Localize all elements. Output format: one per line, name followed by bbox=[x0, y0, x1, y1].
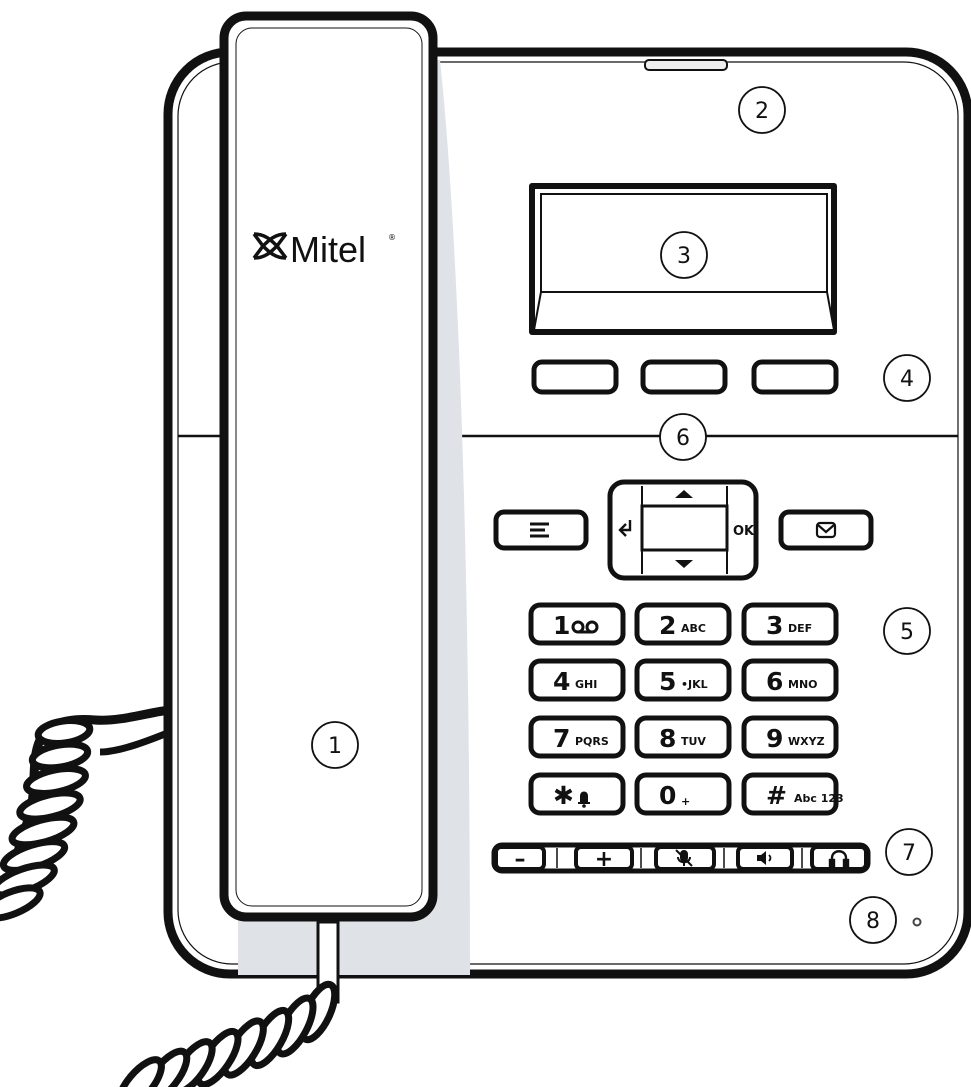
headset-button[interactable] bbox=[810, 845, 868, 871]
callout-number: 5 bbox=[900, 620, 914, 645]
function-keys: – + bbox=[491, 842, 871, 874]
handset[interactable]: Mitel ® bbox=[219, 11, 438, 922]
navigation-cluster: OK bbox=[493, 479, 874, 581]
headset-icon bbox=[828, 850, 850, 868]
callout-2: 2 bbox=[738, 86, 786, 134]
key-11[interactable]: 0+ bbox=[634, 772, 732, 816]
callout-number: 1 bbox=[328, 734, 342, 759]
key-digit: 7 bbox=[553, 724, 570, 753]
callout-number: 6 bbox=[676, 426, 690, 451]
key-digit: 4 bbox=[553, 667, 570, 696]
brand-trademark: ® bbox=[388, 233, 396, 242]
mute-microphone-icon bbox=[675, 849, 693, 867]
key-letters: •JKL bbox=[681, 678, 708, 691]
key-letters: GHI bbox=[575, 678, 597, 691]
key-digit: 1 bbox=[553, 611, 570, 640]
callout-5: 5 bbox=[883, 607, 931, 655]
bell-icon bbox=[578, 791, 590, 808]
key-4[interactable]: 4 GHI bbox=[528, 658, 626, 702]
messages-button[interactable] bbox=[778, 509, 874, 551]
status-led bbox=[912, 917, 922, 927]
volume-up-button[interactable] bbox=[574, 845, 634, 871]
callout-number: 4 bbox=[900, 367, 914, 392]
softkey-right[interactable] bbox=[751, 359, 839, 395]
key-letters: + bbox=[681, 795, 690, 808]
key-letters: MNO bbox=[788, 678, 818, 691]
key-7[interactable]: 7 PQRS bbox=[528, 715, 626, 759]
key-digit: 9 bbox=[766, 724, 783, 753]
callout-7: 7 bbox=[885, 828, 933, 876]
volume-down-button[interactable] bbox=[494, 845, 546, 871]
coiled-cord-bottom bbox=[115, 920, 340, 1087]
mitel-logo: Mitel ® bbox=[252, 229, 396, 270]
callout-number: 3 bbox=[677, 244, 691, 269]
softkey-middle[interactable] bbox=[640, 359, 728, 395]
key-9[interactable]: 9 WXYZ bbox=[741, 715, 839, 759]
key-2[interactable]: 2 ABC bbox=[634, 602, 732, 646]
key-8[interactable]: 8 TUV bbox=[634, 715, 732, 759]
volume-down-label: – bbox=[515, 847, 526, 872]
callout-1: 1 bbox=[311, 721, 359, 769]
key-5[interactable]: 5 •JKL bbox=[634, 658, 732, 702]
arrow-up-icon[interactable] bbox=[675, 490, 693, 498]
envelope-icon bbox=[815, 521, 837, 539]
key-letters: TUV bbox=[681, 735, 706, 748]
key-letters: PQRS bbox=[575, 735, 609, 748]
softkey-left[interactable] bbox=[531, 359, 619, 395]
softkeys bbox=[531, 359, 839, 395]
callout-6: 6 bbox=[659, 413, 707, 461]
key-12[interactable]: # Abc 123 bbox=[741, 772, 844, 816]
key-digit: 6 bbox=[766, 667, 783, 696]
key-letters: DEF bbox=[788, 622, 812, 635]
key-10[interactable]: ✱ bbox=[528, 772, 626, 816]
key-digit: 0 bbox=[659, 781, 676, 810]
menu-icon bbox=[530, 522, 549, 538]
key-digit: ✱ bbox=[553, 781, 574, 810]
speaker-icon bbox=[757, 851, 772, 865]
callout-8: 8 bbox=[849, 896, 897, 944]
callout-number: 7 bbox=[902, 841, 916, 866]
key-6[interactable]: 6 MNO bbox=[741, 658, 839, 702]
key-1[interactable]: 1 bbox=[528, 602, 626, 646]
brand-name: Mitel bbox=[290, 229, 366, 270]
coiled-cord-left bbox=[0, 705, 175, 922]
ok-label: OK bbox=[733, 524, 755, 539]
callouts: 1 2 3 4 5 6 7 8 bbox=[311, 86, 933, 944]
callout-3: 3 bbox=[660, 231, 708, 279]
callout-number: 8 bbox=[866, 909, 880, 934]
callout-number: 2 bbox=[755, 99, 769, 124]
mitel-logo-mark-icon bbox=[252, 232, 288, 260]
key-letters: Abc 123 bbox=[794, 792, 844, 805]
callout-4: 4 bbox=[883, 354, 931, 402]
key-digit: 3 bbox=[766, 611, 783, 640]
back-arrow-icon[interactable] bbox=[618, 520, 632, 537]
voicemail-icon bbox=[571, 620, 599, 634]
arrow-down-icon[interactable] bbox=[675, 560, 693, 568]
key-digit: 8 bbox=[659, 724, 676, 753]
key-letters: WXYZ bbox=[788, 735, 825, 748]
key-3[interactable]: 3 DEF bbox=[741, 602, 839, 646]
key-letters: ABC bbox=[681, 622, 706, 635]
key-digit: 5 bbox=[659, 667, 676, 696]
volume-up-label: + bbox=[595, 847, 613, 872]
key-digit: # bbox=[766, 781, 787, 810]
key-digit: 2 bbox=[659, 611, 676, 640]
ok-button[interactable] bbox=[640, 504, 729, 552]
